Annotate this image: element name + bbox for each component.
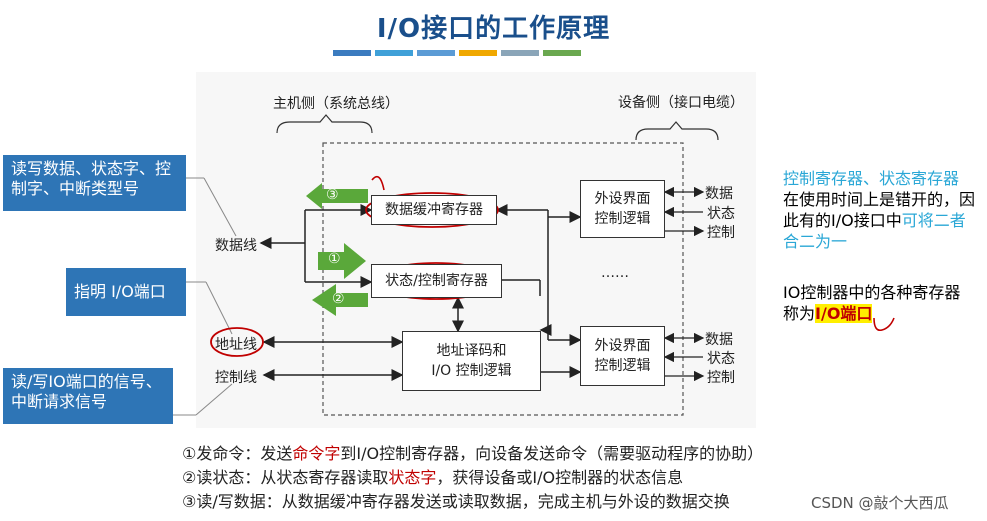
step-1-marker: ①	[328, 251, 341, 267]
device-side-label: 设备侧（接口电缆）	[618, 95, 744, 111]
annot-tick	[371, 175, 385, 191]
side-note-2a: IO控制器中的各种寄存器称为	[783, 283, 961, 323]
address-decode-io-control: 地址译码和 I/O 控制逻辑	[402, 331, 541, 391]
dev1-status-label: 状态	[707, 206, 735, 222]
ellipsis: ……	[601, 265, 629, 281]
dev1-ctrl-label: 控制	[707, 225, 735, 241]
host-side-label: 主机侧（系统总线）	[273, 96, 399, 112]
stripe	[333, 50, 371, 56]
side-note-1c: 可将二者合二为一	[783, 211, 966, 251]
b2a: ②读状态：从状态寄存器读取	[182, 468, 389, 487]
side-note-1b: 在使用时间上是错开的，因此有的I/O接口中	[783, 190, 976, 230]
annot-circle-buffer	[365, 192, 499, 228]
stripe	[501, 50, 539, 56]
stripe	[417, 50, 455, 56]
stripe	[543, 50, 581, 56]
host-bracket	[276, 114, 373, 134]
dev1-line1: 外设界面	[594, 191, 651, 207]
callout-addr-line: 指明 I/O端口	[66, 268, 186, 316]
side-note-1: 控制寄存器、状态寄存器在使用时间上是错开的，因此有的I/O接口中可将二者合二为一	[783, 168, 975, 252]
annot-port-underline	[873, 317, 895, 332]
data-buffer-register: 数据缓冲寄存器	[371, 195, 497, 225]
status-control-register: 状态/控制寄存器	[371, 264, 502, 298]
annot-circle-addr	[210, 327, 264, 357]
b2b: 状态字	[388, 468, 437, 487]
dev2-data-label: 数据	[705, 332, 733, 348]
dev1-data-label: 数据	[705, 186, 733, 202]
data-line-label: 数据线	[215, 238, 257, 254]
page-title: I/O接口的工作原理	[376, 14, 611, 44]
callout-data-line: 读写数据、状态字、控制字、中断类型号	[3, 155, 186, 211]
bottom-line-2: ②读状态：从状态寄存器读取状态字，获得设备或I/O控制器的状态信息	[182, 464, 683, 488]
dev2-line2: 控制逻辑	[594, 358, 651, 374]
decode-line2: I/O 控制逻辑	[431, 363, 512, 379]
green-arrow-3	[306, 183, 368, 209]
device-interface-control-1: 外设界面 控制逻辑	[580, 180, 665, 238]
step-3-marker: ③	[326, 187, 339, 203]
b1c: 到I/O控制寄存器，向设备发送命令（需要驱动程序的协助）	[340, 444, 764, 463]
dev2-status-label: 状态	[707, 351, 735, 367]
callout-ctrl-line: 读/写IO端口的信号、中断请求信号	[3, 368, 173, 424]
title-underline	[333, 50, 581, 56]
watermark: CSDN @敲个大西瓜	[811, 494, 949, 512]
dev2-line1: 外设界面	[594, 338, 651, 354]
addr-line-label: 地址线	[215, 337, 257, 353]
step-2-marker: ②	[332, 291, 345, 307]
b2c: ，获得设备或I/O控制器的状态信息	[436, 468, 684, 487]
bottom-line-1: ①发命令：发送命令字到I/O控制寄存器，向设备发送命令（需要驱动程序的协助）	[182, 440, 763, 464]
stripe	[375, 50, 413, 56]
green-arrow-1	[318, 243, 366, 279]
device-interface-control-2: 外设界面 控制逻辑	[580, 326, 665, 386]
side-note-1a: 控制寄存器、状态寄存器	[783, 169, 960, 188]
device-bracket	[635, 121, 719, 141]
stripe	[459, 50, 497, 56]
ctrl-line-label: 控制线	[215, 370, 257, 386]
side-note-2b: I/O端口	[815, 304, 873, 323]
bottom-line-3: ③读/写数据：从数据缓冲寄存器发送或读取数据，完成主机与外设的数据交换	[182, 492, 730, 511]
b1b: 命令字	[292, 444, 341, 463]
dev1-line2: 控制逻辑	[594, 211, 651, 227]
b1a: ①发命令：发送	[182, 444, 293, 463]
interface-boundary	[322, 142, 684, 416]
dev2-ctrl-label: 控制	[707, 370, 735, 386]
green-arrow-2	[312, 284, 368, 316]
side-note-2: IO控制器中的各种寄存器称为I/O端口	[783, 282, 975, 324]
decode-line1: 地址译码和	[436, 343, 507, 359]
